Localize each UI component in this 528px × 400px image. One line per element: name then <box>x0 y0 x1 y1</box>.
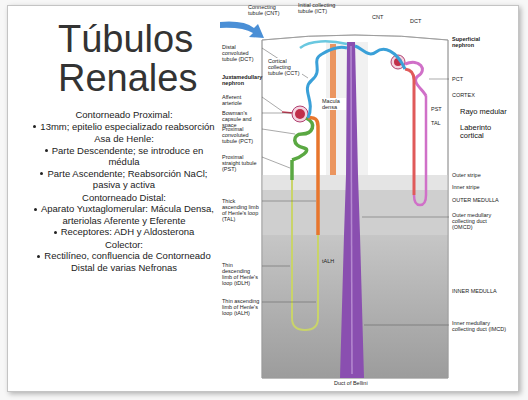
bullet-text: Parte Descendente; se introduce en médul… <box>52 145 204 168</box>
bullet-dot <box>37 255 40 258</box>
bullet-text: Receptores: ADH y Aldosterona <box>61 226 195 237</box>
slide-title: Túbulos Renales <box>58 20 218 98</box>
list-heading: Asa de Henle: <box>26 133 222 145</box>
bullet-item: Receptores: ADH y Aldosterona <box>26 226 222 238</box>
part-label: DCT <box>410 18 421 24</box>
part-label: Laberinto cortical <box>460 124 510 141</box>
bullet-text: Rectilíneo, confluencia de Contorneado D… <box>44 250 210 273</box>
part-label: CORTEX <box>452 92 475 98</box>
part-label: INNER MEDULLA <box>452 288 508 294</box>
part-label: OUTER MEDULLA <box>452 197 508 203</box>
bullet-item: Rectilíneo, confluencia de Contorneado D… <box>26 250 222 273</box>
part-label: Rayo medular <box>460 108 514 116</box>
part-label: Initial collecting tubule (ICT) <box>298 2 338 14</box>
part-label: TAL <box>431 120 441 126</box>
part-label: Thin ascending limb of Henle's loop (tAL… <box>222 298 260 316</box>
list-heading: Colector: <box>26 239 222 251</box>
bullet-dot <box>40 172 43 175</box>
bullet-item: Parte Descendente; se introduce en médul… <box>26 145 222 168</box>
bullet-text: 13mm; epitelio especializado reabsorción <box>40 121 214 132</box>
part-label: Duct of Bellini <box>334 380 368 386</box>
part-label: Cortical collecting tubule (CCT) <box>268 58 302 76</box>
bullet-dot <box>33 125 36 128</box>
bullet-text: Parte Ascendente; Reabsorción NaCl; pasi… <box>47 168 207 191</box>
list-heading: Contorneado Proximal: <box>26 109 222 121</box>
bullet-text: Aparato Yuxtaglomerular: Mácula Densa, a… <box>41 203 214 226</box>
part-label: Juxtamedullary nephron <box>222 74 260 86</box>
bullet-dot <box>54 231 57 234</box>
part-label: Inner medullary collecting duct (IMCD) <box>452 320 508 332</box>
part-label: Thin descending limb of Henle's loop (tD… <box>222 262 260 287</box>
bullet-item: 13mm; epitelio especializado reabsorción <box>26 121 222 133</box>
part-label: Connecting tubule (CNT) <box>248 4 292 16</box>
part-label: Bowman's capsule and space <box>222 110 260 128</box>
list-heading: Contorneado Distal: <box>26 192 222 204</box>
bullet-list: Contorneado Proximal:13mm; epitelio espe… <box>26 108 222 273</box>
part-label: Afferent arteriole <box>222 94 260 106</box>
bullet-dot <box>34 208 37 211</box>
bullet-item: Aparato Yuxtaglomerular: Mácula Densa, a… <box>26 203 222 226</box>
part-label: Proximal straight tubule (PST) <box>222 154 260 172</box>
part-label: Proximal convoluted tubule (PCT) <box>222 126 260 144</box>
part-label: tALH <box>322 258 334 264</box>
part-label: PST <box>431 106 442 112</box>
bullet-dot <box>45 149 48 152</box>
part-label: Superficial nephron <box>452 36 500 48</box>
part-label: Macula densa <box>322 98 346 110</box>
part-label: Outer medullary collecting duct (OMCD) <box>452 212 508 230</box>
part-label: Thick ascending limb of Henle's loop (TA… <box>222 198 260 223</box>
part-label: CNT <box>372 14 383 20</box>
bullet-item: Parte Ascendente; Reabsorción NaCl; pasi… <box>26 168 222 191</box>
part-label: Outer stripe <box>452 172 508 178</box>
part-label: PCT <box>452 76 463 82</box>
part-label: Inner stripe <box>452 184 508 190</box>
part-label: Distal convoluted tubule (DCT) <box>222 44 260 62</box>
